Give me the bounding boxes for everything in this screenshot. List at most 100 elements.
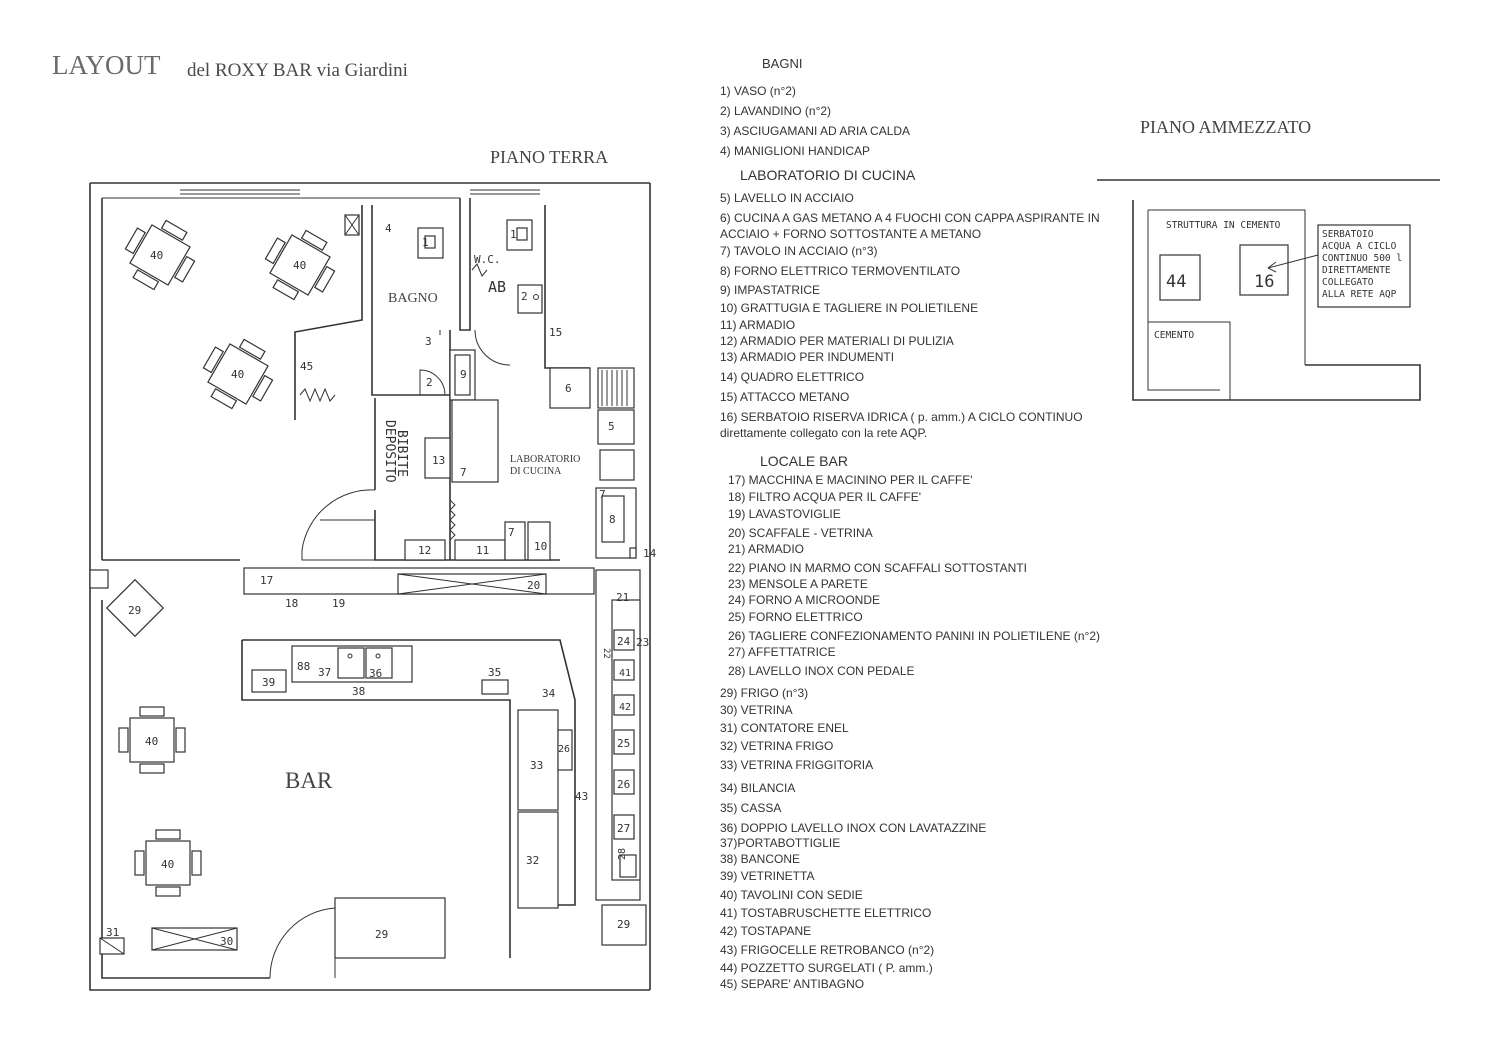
plan-label: 19	[332, 597, 345, 610]
mezzanine-struttura: STRUTTURA IN CEMENTO	[1166, 220, 1281, 231]
plan-label: 26	[617, 778, 630, 791]
plan-label: 34	[542, 687, 556, 700]
plan-label: 35	[488, 666, 501, 679]
plan-label: 13	[432, 454, 445, 467]
legend-item: 8) FORNO ELETTRICO TERMOVENTILATO	[720, 264, 960, 278]
legend-item: 25) FORNO ELETTRICO	[728, 610, 863, 624]
table-label: 40	[145, 735, 158, 748]
legend-item: 20) SCAFFALE - VETRINA	[728, 526, 873, 540]
legend-item: 2) LAVANDINO (n°2)	[720, 104, 831, 118]
table-label: 40	[161, 858, 174, 871]
plan-label: 37	[318, 666, 331, 679]
legend-item: 37)PORTABOTTIGLIE	[720, 836, 840, 850]
plan-number-labels: 40 40 40 40 40 4 1 1 2 2 3 BAGNO W.C. AB…	[106, 222, 657, 948]
plan-label: 8	[609, 513, 616, 526]
mezzanine-plan: STRUTTURA IN CEMENTO CEMENTO 44 16 SERBA…	[1097, 179, 1440, 401]
plan-label: 39	[262, 676, 275, 689]
plan-label: 28	[617, 848, 628, 860]
legend-item: 40) TAVOLINI CON SEDIE	[720, 888, 863, 902]
serbatoio-note-line: ALLA RETE AQP	[1322, 289, 1397, 300]
plan-label: 21	[616, 591, 629, 604]
legend-item: 33) VETRINA FRIGGITORIA	[720, 758, 873, 772]
legend-item: 14) QUADRO ELETTRICO	[720, 370, 864, 384]
legend-item: 17) MACCHINA E MACININO PER IL CAFFE'	[728, 473, 973, 487]
plan-label: 25	[617, 737, 630, 750]
ground-floor-plan	[89, 182, 651, 991]
legend-item: 45) SEPARE' ANTIBAGNO	[720, 977, 864, 991]
mezzanine-pozzetto-number: 44	[1166, 272, 1186, 292]
plan-label: 22	[601, 648, 611, 659]
plan-label: 18	[285, 597, 298, 610]
legend-item: 10) GRATTUGIA E TAGLIERE IN POLIETILENE	[720, 301, 978, 315]
plan-label: 23	[636, 636, 649, 649]
legend-item: 43) FRIGOCELLE RETROBANCO (n°2)	[720, 943, 934, 957]
legend-item: ACCIAIO + FORNO SOTTOSTANTE A METANO	[720, 227, 981, 241]
plan-label: 29	[375, 928, 388, 941]
plan-label: 29	[617, 918, 630, 931]
legend-item: 11) ARMADIO	[720, 318, 795, 332]
plan-label: 11	[476, 544, 489, 557]
serbatoio-note-line: COLLEGATO	[1322, 277, 1374, 288]
plan-label: 20	[527, 579, 540, 592]
legend-item: 26) TAGLIERE CONFEZIONAMENTO PANINI IN P…	[728, 629, 1100, 643]
plan-label: 7	[599, 488, 606, 501]
legend-heading-locale-bar: LOCALE BAR	[760, 453, 848, 469]
ground-floor-label: PIANO TERRA	[490, 147, 608, 167]
plan-label: 38	[352, 685, 365, 698]
table-label: 40	[293, 259, 306, 272]
legend-item: 24) FORNO A MICROONDE	[728, 593, 880, 607]
legend-item: 28) LAVELLO INOX CON PEDALE	[728, 664, 915, 678]
plan-label: 1	[510, 228, 517, 241]
serbatoio-note-line: CONTINUO 500 l	[1322, 253, 1402, 264]
plan-label: 1	[422, 236, 429, 249]
serbatoio-note: SERBATOIO ACQUA A CICLO CONTINUO 500 l D…	[1322, 229, 1402, 300]
legend-item: 27) AFFETTATRICE	[728, 645, 836, 659]
table-label: 40	[231, 368, 244, 381]
plan-label: 14	[643, 547, 657, 560]
legend-item: 34) BILANCIA	[720, 781, 795, 795]
room-lab-line2: DI CUCINA	[510, 466, 562, 477]
plan-label: 7	[508, 526, 515, 539]
legend-item: 9) IMPASTATRICE	[720, 283, 820, 297]
plan-label: 26	[558, 744, 570, 755]
legend-heading-bagni: BAGNI	[762, 56, 802, 71]
legend-item: 16) SERBATOIO RISERVA IDRICA ( p. amm.) …	[720, 410, 1083, 424]
serbatoio-note-line: DIRETTAMENTE	[1322, 265, 1391, 276]
legend-item: 12) ARMADIO PER MATERIALI DI PULIZIA	[720, 334, 954, 348]
plan-label: 5	[608, 420, 615, 433]
plan-label: 42	[619, 702, 631, 713]
room-bagno: BAGNO	[388, 291, 438, 306]
legend-item: 44) POZZETTO SURGELATI ( P. amm.)	[720, 961, 933, 975]
plan-label: 2	[521, 290, 528, 303]
plan-label: 43	[575, 790, 588, 803]
title-sub: del ROXY BAR via Giardini	[187, 60, 408, 81]
legend-item: 42) TOSTAPANE	[720, 924, 811, 938]
legend-item: 3) ASCIUGAMANI AD ARIA CALDA	[720, 124, 910, 138]
plan-label: 45	[300, 360, 313, 373]
legend-item: 21) ARMADIO	[728, 542, 804, 556]
legend-item: 5) LAVELLO IN ACCIAIO	[720, 191, 854, 205]
mezzanine-cemento: CEMENTO	[1154, 330, 1194, 341]
plan-label: 41	[619, 668, 631, 679]
plan-label: 12	[418, 544, 431, 557]
room-bibite: BIBITE	[394, 430, 409, 477]
legend-item: 7) TAVOLO IN ACCIAIO (n°3)	[720, 244, 878, 258]
plan-label: 2	[426, 376, 433, 389]
plan-label: 9	[460, 368, 467, 381]
room-bar: BAR	[285, 768, 333, 793]
plan-label: 32	[526, 854, 539, 867]
mezzanine-floor-label: PIANO AMMEZZATO	[1140, 117, 1311, 137]
plan-label: 24	[617, 635, 631, 648]
legend-item: 39) VETRINETTA	[720, 869, 814, 883]
legend-item: 32) VETRINA FRIGO	[720, 739, 833, 753]
room-ab: AB	[488, 278, 506, 296]
legend-item: 22) PIANO IN MARMO CON SCAFFALI SOTTOSTA…	[728, 561, 1027, 575]
legend-item: 38) BANCONE	[720, 852, 800, 866]
plan-label: 7	[460, 466, 467, 479]
legend-item: 31) CONTATORE ENEL	[720, 721, 849, 735]
legend-item: 36) DOPPIO LAVELLO INOX CON LAVATAZZINE	[720, 821, 986, 835]
legend-item: 13) ARMADIO PER INDUMENTI	[720, 350, 894, 364]
legend-item: 30) VETRINA	[720, 703, 793, 717]
plan-label: 30	[220, 935, 233, 948]
legend-heading-laboratorio: LABORATORIO DI CUCINA	[740, 167, 916, 183]
